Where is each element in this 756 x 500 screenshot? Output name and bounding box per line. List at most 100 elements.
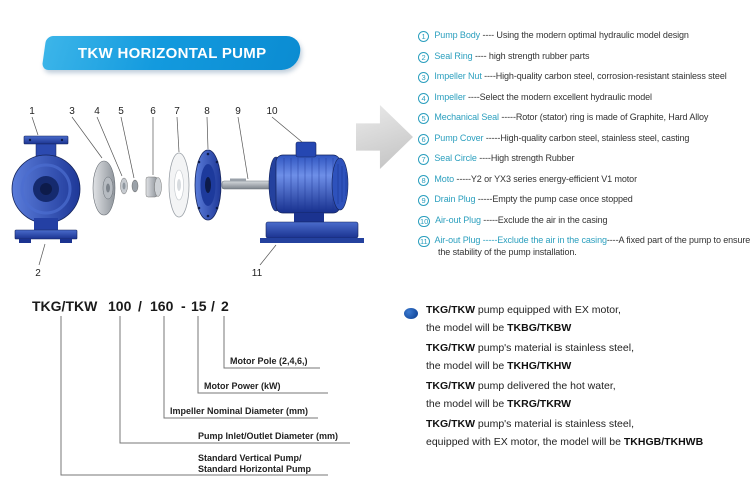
callout-2: 2 [35,268,41,279]
pump-body-illustration [11,135,81,243]
callout-leader-lines [31,116,303,266]
part-item: 8 Moto -----Y2 or YX3 series energy-effi… [418,174,754,186]
bullet-icon [404,308,418,319]
label-impeller-diameter: Impeller Nominal Diameter (mm) [170,406,309,416]
variant-item: TKG/TKW pump's material is stainless ste… [426,416,752,451]
label-motor-power: Motor Power (kW) [204,381,281,391]
variant-series: TKG/TKW [426,418,475,430]
motor-illustration [260,141,364,243]
variant-result: the model will be [426,321,508,334]
variant-condition: pump equipped with EX motor, [475,304,621,316]
washer-nut-illustration [120,177,139,195]
variant-item: TKG/TKW pump's material is stainless ste… [426,340,752,375]
part-name: Air-out Plug [435,214,481,225]
part-description-teal: -----Exclude the air in the casing [482,235,607,245]
model-code-breakdown: TKG/TKW 100 / 160 - 15 / 2 Motor Pole (2… [28,298,378,496]
part-description: ---- Using the modern optimal hydraulic … [482,30,689,40]
callout-numbers: 1 3 4 5 6 7 8 9 10 2 11 [29,106,278,279]
part-number-badge: 3 [418,72,429,83]
callout-7: 7 [174,106,180,117]
variant-condition: pump's material is stainless steel, [475,418,634,430]
part-name: Mechanical Seal [434,112,499,122]
variant-models-note: TKG/TKW pump equipped with EX motor, the… [404,302,752,454]
model-code-series: TKG/TKW [32,298,98,314]
variant-result: the model will be [426,359,508,372]
variant-model-code: TKHGB/TKHWB [623,435,704,448]
model-code-sep2: - [181,298,186,314]
part-name: Seal Ring [434,50,473,61]
model-code-sep1: / [138,298,142,314]
callout-10: 10 [266,106,278,117]
label-inlet-outlet-diameter: Pump Inlet/Outlet Diameter (mm) [198,431,339,441]
part-name: Seal Circle [434,153,477,163]
variant-result: the model will be [426,397,508,410]
model-code-pole: 2 [221,298,229,314]
callout-1: 1 [29,106,35,117]
part-item: 3 Impeller Nut ----High-quality carbon s… [418,71,754,83]
label-standard-pump-line1: Standard Vertical Pump/ [198,453,302,463]
variant-result: equipped with EX motor, the model will b… [426,435,624,448]
pump-diagram-svg: 1 3 4 5 6 7 8 9 10 2 11 [11,106,364,279]
callout-6: 6 [150,106,156,117]
part-item: 2 Seal Ring ---- high strength rubber pa… [418,51,754,63]
label-motor-pole: Motor Pole (2,4,6,) [230,356,308,366]
part-item: 7 Seal Circle ----High strength Rubber [418,153,754,165]
part-name: Moto [434,173,455,184]
part-number-badge: 8 [418,174,429,186]
callout-4: 4 [94,106,100,117]
part-item: 11 Air-out Plug -----Exclude the air in … [418,235,754,259]
model-code-inlet: 100 [108,298,132,314]
part-description: ----High strength Rubber [479,153,575,163]
part-description: -----Y2 or YX3 series energy-efficient V… [456,173,637,184]
variant-series: TKG/TKW [426,342,475,354]
parts-list: 1 Pump Body ---- Using the modern optima… [418,30,754,267]
callout-11: 11 [252,268,263,279]
variant-model-code: TKBG/TKBW [507,321,572,334]
variant-item: TKG/TKW pump equipped with EX motor, the… [426,302,752,337]
variant-model-code: TKRG/TKRW [507,397,572,410]
part-item: 5 Mechanical Seal -----Rotor (stator) ri… [418,112,754,124]
model-callout-lines [60,316,350,476]
part-name: Impeller [434,91,466,102]
part-name: Air-out Plug [434,235,481,245]
page-title: TKW HORIZONTAL PUMP [77,44,267,62]
part-item: 10 Air-out Plug -----Exclude the air in … [418,215,754,227]
model-code-impeller: 160 [150,298,174,314]
part-item: 4 Impeller ----Select the modern excelle… [418,92,754,104]
callout-8: 8 [204,106,210,117]
part-description: ---- high strength rubber parts [474,50,590,61]
callout-5: 5 [118,106,124,117]
variant-item: TKG/TKW pump delivered the hot water, th… [426,378,752,413]
part-name: Pump Body [434,30,481,40]
part-number-badge: 11 [418,236,430,247]
variant-series: TKG/TKW [426,304,475,316]
part-number-badge: 9 [418,195,429,206]
part-item: 6 Pump Cover -----High-quality carbon st… [418,133,754,145]
part-description: ----High-quality carbon steel, corrosion… [484,71,727,81]
title-banner: TKW HORIZONTAL PUMP [41,36,303,70]
part-item: 9 Drain Plug -----Empty the pump case on… [418,194,754,206]
callout-3: 3 [69,106,75,117]
part-number-badge: 4 [418,92,429,104]
part-description: ----A fixed part of the pump to ensure t… [438,235,751,257]
pump-exploded-diagram: 1 3 4 5 6 7 8 9 10 2 11 [8,92,368,292]
part-number-badge: 7 [418,154,429,165]
part-name: Pump Cover [434,132,484,143]
part-description: ----Select the modern excellent hydrauli… [468,91,652,102]
part-name: Impeller Nut [434,71,482,81]
pump-cover-illustration [194,149,222,221]
model-code-power: 15 [191,298,207,314]
variant-condition: pump's material is stainless steel, [475,342,634,354]
part-description: -----Rotor (stator) ring is made of Grap… [501,112,709,122]
variant-condition: pump delivered the hot water, [475,380,616,392]
variant-series: TKG/TKW [426,380,475,392]
part-description: -----Exclude the air in the casing [483,214,608,225]
part-description: -----High-quality carbon steel, stainles… [485,132,690,143]
model-code-sep3: / [211,298,215,314]
seal-circle-illustration [168,152,190,218]
variant-model-code: TKHG/TKHW [507,359,572,372]
mechanical-seal-illustration [145,176,162,198]
callout-9: 9 [235,106,241,117]
impeller-illustration [92,160,116,216]
